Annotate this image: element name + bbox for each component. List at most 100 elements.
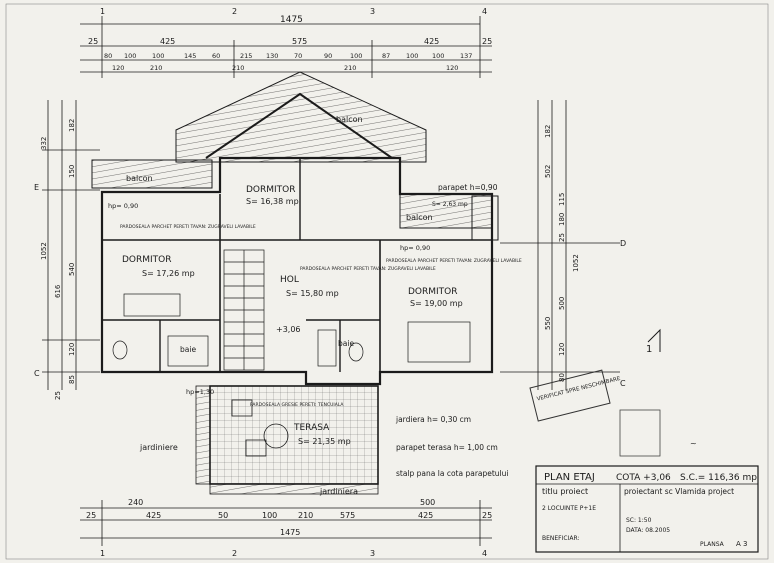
svg-text:3: 3 — [370, 7, 375, 16]
height-label: hp= 0,90 — [108, 202, 138, 210]
svg-text:1: 1 — [100, 549, 105, 558]
bottom-dimension-chain — [80, 500, 492, 546]
svg-text:502: 502 — [544, 165, 552, 178]
note-label: parapet terasa h= 1,00 cm — [396, 443, 498, 452]
bottom-dims: 240 500 25 425 50 100 210 575 425 25 147… — [86, 498, 492, 537]
terrace-chair-icon — [231, 399, 253, 417]
svg-text:1052: 1052 — [572, 254, 580, 272]
svg-text:90: 90 — [324, 52, 332, 60]
terrace-table-icon — [263, 423, 289, 449]
designer-label: proiectant sc Vlamida project — [624, 487, 734, 496]
top-dim-3: 575 — [292, 37, 307, 46]
svg-text:145: 145 — [184, 52, 196, 60]
svg-text:137: 137 — [460, 52, 472, 60]
svg-text:575: 575 — [340, 511, 355, 520]
room-area: S= 19,00 mp — [410, 299, 463, 308]
svg-text:80: 80 — [558, 373, 566, 382]
parapet-label: parapet h=0,90 — [438, 183, 498, 192]
svg-text:C: C — [34, 369, 40, 378]
svg-text:C: C — [620, 379, 626, 388]
row-axis-markers-right: D C — [620, 239, 626, 388]
svg-text:1: 1 — [646, 344, 652, 355]
svg-text:25: 25 — [482, 511, 492, 520]
staircase — [223, 249, 265, 371]
svg-text:4: 4 — [482, 7, 487, 16]
planter-label: jardiniera — [319, 487, 358, 496]
room-area: S= 15,80 mp — [286, 289, 339, 298]
top-dimension-chain — [80, 16, 492, 78]
svg-text:182: 182 — [68, 119, 76, 132]
balcony-label: balcon — [406, 213, 433, 222]
svg-text:D: D — [620, 239, 626, 248]
area-label: S= 2,63 mp — [432, 201, 468, 208]
svg-text:100: 100 — [406, 52, 418, 60]
top-dim-1: 25 — [88, 37, 98, 46]
svg-text:100: 100 — [350, 52, 362, 60]
sheet-label: PLANSA — [700, 541, 725, 548]
right-vertical-dims: 182 502 115 180 25 1052 500 550 120 80 — [544, 125, 580, 382]
top-dim-2: 425 — [160, 37, 175, 46]
svg-text:332: 332 — [40, 137, 48, 150]
svg-text:210: 210 — [344, 64, 356, 72]
svg-text:50: 50 — [218, 511, 228, 520]
bathroom-label: baie — [180, 345, 196, 354]
room-area: S= 17,26 mp — [142, 269, 195, 278]
svg-text:120: 120 — [446, 64, 458, 72]
svg-text:425: 425 — [418, 511, 433, 520]
svg-text:4: 4 — [482, 549, 487, 558]
bathroom-label: baie — [338, 339, 354, 348]
svg-text:550: 550 — [544, 317, 552, 330]
planter-left — [195, 385, 211, 485]
room-name: TERASA — [293, 423, 330, 433]
svg-text:210: 210 — [232, 64, 244, 72]
svg-text:180: 180 — [558, 213, 566, 226]
svg-text:100: 100 — [432, 52, 444, 60]
svg-text:2: 2 — [232, 549, 237, 558]
top-detail-dims: 80 100 100 145 60 215 130 70 90 100 87 1… — [104, 52, 472, 60]
column-axis-markers-top: 1 2 3 4 — [100, 7, 487, 16]
room-name: DORMITOR — [246, 185, 296, 195]
svg-text:540: 540 — [68, 263, 76, 276]
svg-text:80: 80 — [104, 52, 112, 60]
svg-text:115: 115 — [558, 193, 566, 206]
top-dim-5: 25 — [482, 37, 492, 46]
finish-note: PARDOSEALA GRESIE PERETI: TENCUIALA — [250, 402, 344, 408]
svg-text:500: 500 — [558, 297, 566, 310]
svg-text:85: 85 — [68, 375, 76, 384]
svg-text:87: 87 — [382, 52, 390, 60]
row-axis-markers-left: E C — [34, 183, 40, 378]
plan-area: S.C.= 116,36 mp — [680, 473, 757, 483]
note-label: jardiera h= 0,30 cm — [395, 415, 471, 424]
planter-bottom — [209, 483, 379, 495]
svg-text:130: 130 — [266, 52, 278, 60]
plan-title: PLAN ETAJ — [544, 472, 595, 483]
finish-note: PARDOSEALA PARCHET PERETI TAVAN: ZUGRAVE… — [386, 258, 522, 264]
svg-text:616: 616 — [54, 284, 62, 298]
room-name: DORMITOR — [408, 287, 458, 297]
office-stamp — [619, 409, 661, 457]
svg-text:1052: 1052 — [40, 242, 48, 260]
svg-text:100: 100 — [124, 52, 136, 60]
title-block — [535, 465, 759, 553]
top-detail-second: 120 210 210 210 120 — [112, 64, 458, 72]
svg-text:70: 70 — [294, 52, 302, 60]
note-label: stalp pana la cota parapetului — [396, 469, 509, 478]
top-total-dim: 1475 — [280, 15, 303, 25]
title-label: titlu proiect — [542, 487, 588, 496]
date-label: DATA: 08.2005 — [626, 527, 670, 534]
sheet-border — [5, 3, 769, 560]
svg-text:210: 210 — [298, 511, 313, 520]
svg-text:150: 150 — [68, 165, 76, 178]
svg-text:60: 60 — [212, 52, 220, 60]
svg-text:120: 120 — [558, 343, 566, 356]
roof-ridge-wall — [205, 92, 393, 159]
svg-text:1: 1 — [100, 7, 105, 16]
svg-text:1475: 1475 — [280, 528, 300, 537]
svg-text:425: 425 — [146, 511, 161, 520]
section-marker: 1 — [646, 328, 661, 355]
level-mark: +3,06 — [276, 325, 301, 334]
building-walls — [91, 156, 499, 386]
svg-text:215: 215 — [240, 52, 252, 60]
right-dimension-chain — [500, 100, 620, 390]
